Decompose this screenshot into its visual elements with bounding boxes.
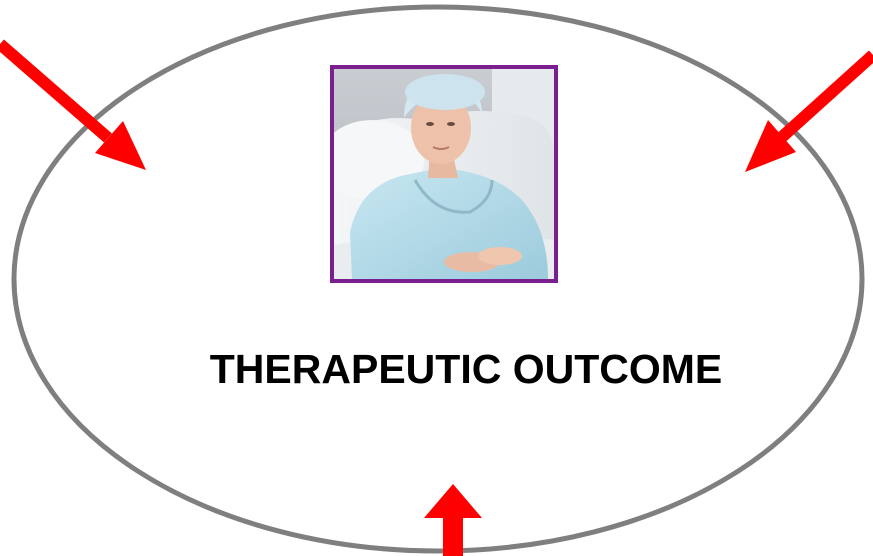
arrow-from-bottom	[424, 484, 482, 556]
arrow-from-top-right	[745, 55, 873, 172]
outcome-label: THERAPEUTIC OUTCOME	[210, 346, 723, 392]
patient-image	[320, 65, 558, 283]
arrow-from-top-left	[0, 44, 146, 170]
